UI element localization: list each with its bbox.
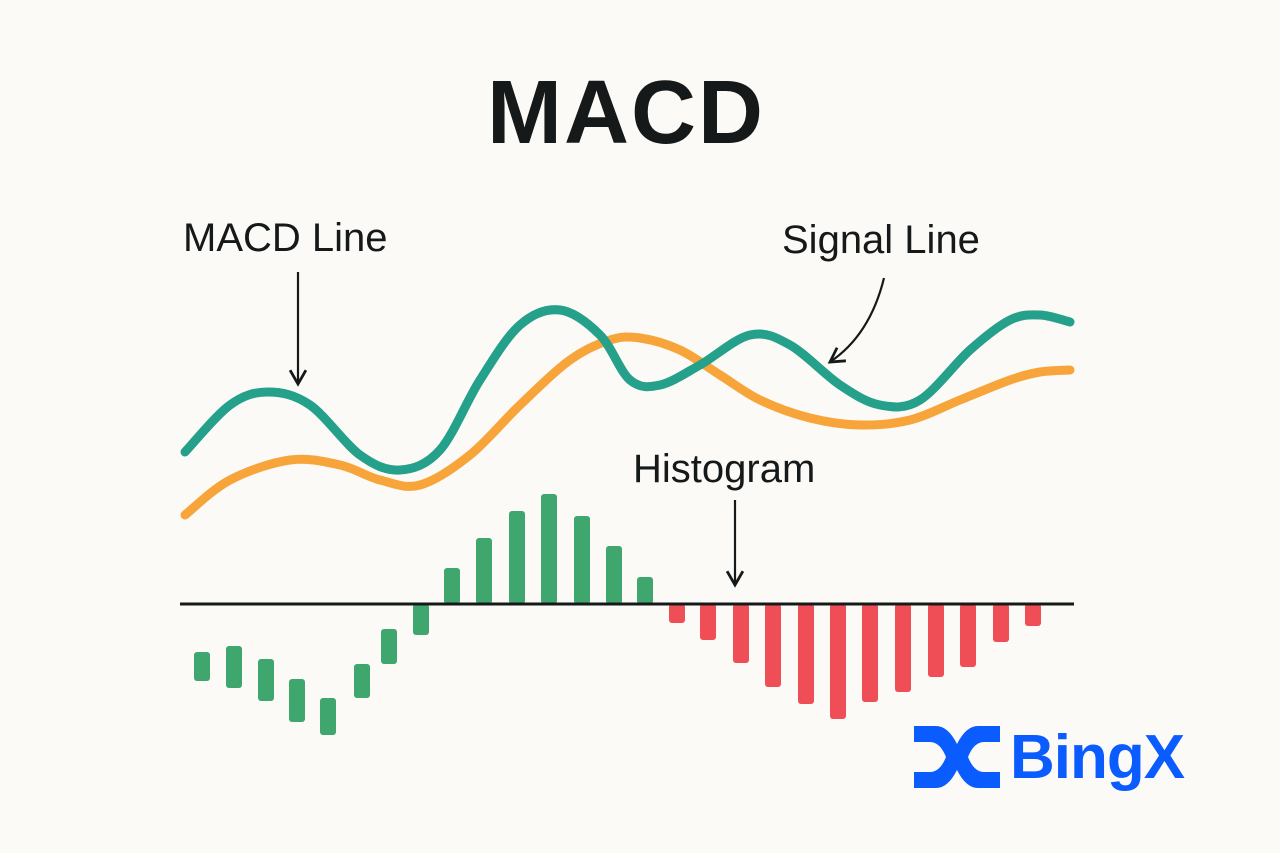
signal-line-label: Signal Line [782, 218, 980, 262]
histogram-bar [895, 604, 911, 692]
histogram [194, 494, 1041, 735]
histogram-bar [733, 604, 749, 663]
page-title: MACD [487, 63, 765, 163]
histogram-bar [798, 604, 814, 704]
histogram-bar [1025, 604, 1041, 626]
histogram-bar [928, 604, 944, 677]
histogram-bar [606, 546, 622, 604]
signal-line [180, 332, 1075, 520]
histogram-bar [258, 659, 274, 701]
histogram-bar [765, 604, 781, 687]
histogram-bar [444, 568, 460, 604]
bingx-logo: BingX [914, 722, 1185, 792]
histogram-bar [320, 698, 336, 735]
brand-name: BingX [1010, 722, 1185, 792]
histogram-bar [993, 604, 1009, 642]
macd-line-label: MACD Line [183, 216, 388, 260]
histogram-bar [541, 494, 557, 604]
macd-line [180, 305, 1075, 475]
histogram-bar [960, 604, 976, 667]
histogram-bar [226, 646, 242, 688]
histogram-bar [381, 629, 397, 664]
histogram-bar [862, 604, 878, 702]
histogram-bar [289, 679, 305, 722]
histogram-bar [354, 664, 370, 698]
histogram-bar [574, 516, 590, 604]
histogram-label: Histogram [633, 447, 816, 491]
signal-line-arrow [827, 277, 886, 364]
histogram-bar [637, 577, 653, 604]
histogram-bar [669, 604, 685, 623]
histogram-bar [830, 604, 846, 719]
histogram-bar [476, 538, 492, 604]
histogram-bar [413, 604, 429, 635]
bingx-x-icon [914, 726, 1000, 788]
histogram-bar [509, 511, 525, 604]
histogram-bar [700, 604, 716, 640]
histogram-bar [194, 652, 210, 681]
